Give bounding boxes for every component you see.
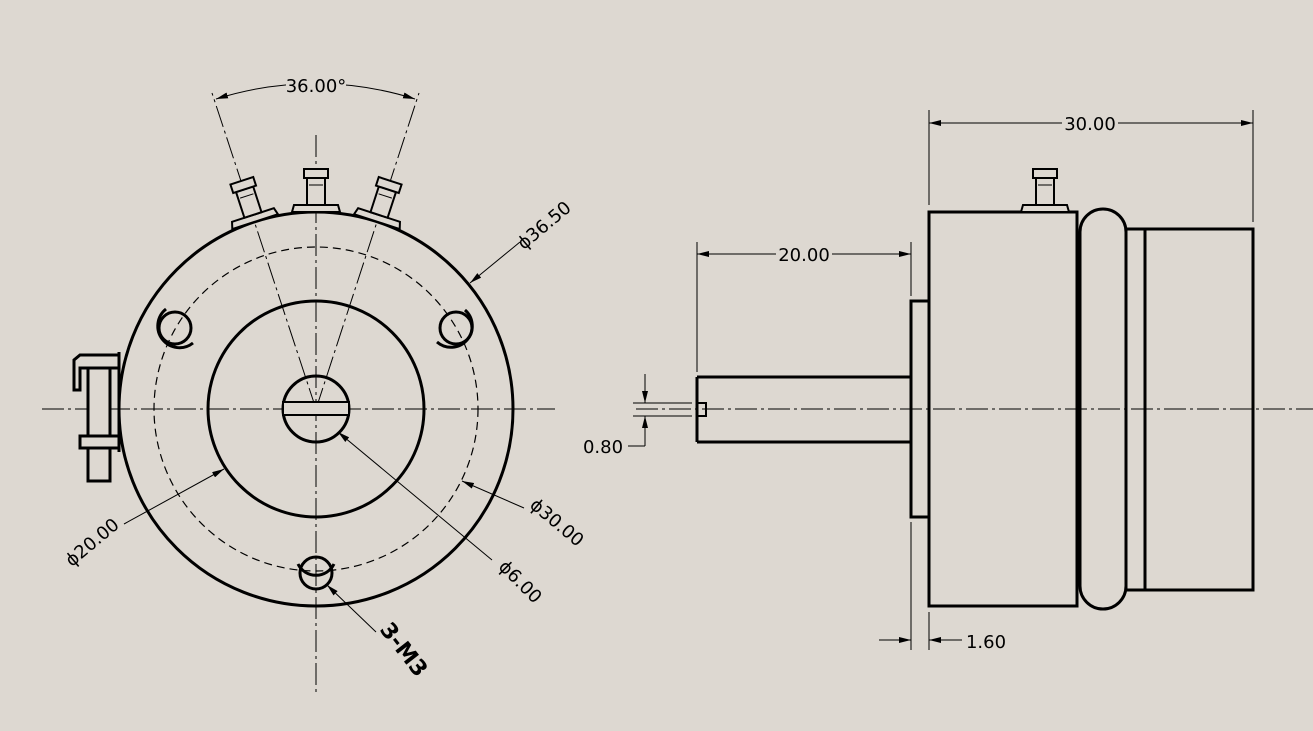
flange-thickness-label: 1.60: [966, 632, 1006, 653]
bolt-circle-leader: [461, 480, 525, 509]
terminal-right: [352, 175, 403, 231]
shaft-slot: [282, 401, 350, 416]
holes-label: 3-M3: [374, 618, 432, 682]
terminal-center: [290, 168, 342, 213]
mounting-hole-bottom: [296, 555, 336, 591]
shaft-diameter-leader: [337, 431, 493, 561]
side-shaft: [695, 375, 911, 444]
side-back-cap: [1124, 227, 1255, 592]
side-terminal: [1019, 168, 1071, 213]
front-view: 36.00° ϕ36.50 ϕ30.00 ϕ20.00 ϕ6.00 3-M3: [42, 74, 588, 695]
terminal-left: [229, 175, 280, 231]
bolt-circle: [153, 246, 479, 572]
overall-length-label: 30.00: [1064, 114, 1116, 135]
angle-dim-label: 36.00°: [286, 76, 347, 97]
terminal-centerline-right: [315, 92, 420, 410]
terminal-centerline-left: [211, 92, 317, 410]
outer-diameter-leader: [469, 241, 521, 284]
side-view: 30.00 20.00 0.80 1.60: [583, 110, 1313, 653]
side-body: [927, 210, 1079, 608]
side-shaft-slot: [697, 402, 707, 417]
shaft-dim-gap: [776, 243, 832, 265]
hub-diameter-leader: [123, 468, 225, 525]
bolt-circle-label: ϕ30.00: [526, 494, 588, 551]
holes-leader: [326, 584, 377, 633]
clamp-screw: [72, 352, 121, 483]
slot-width-label: 0.80: [583, 437, 623, 458]
mounting-hole-top-right: [436, 308, 474, 349]
shaft-length-label: 20.00: [778, 245, 830, 266]
angle-dim-gap: [286, 74, 346, 98]
overall-dim-gap: [1062, 112, 1118, 134]
mounting-hole-top-left: [156, 307, 194, 350]
hub-diameter-label: ϕ20.00: [61, 514, 123, 571]
shaft-diameter-label: ϕ6.00: [494, 556, 546, 608]
outer-diameter-label: ϕ36.50: [513, 197, 575, 254]
hub-circle: [206, 299, 426, 519]
